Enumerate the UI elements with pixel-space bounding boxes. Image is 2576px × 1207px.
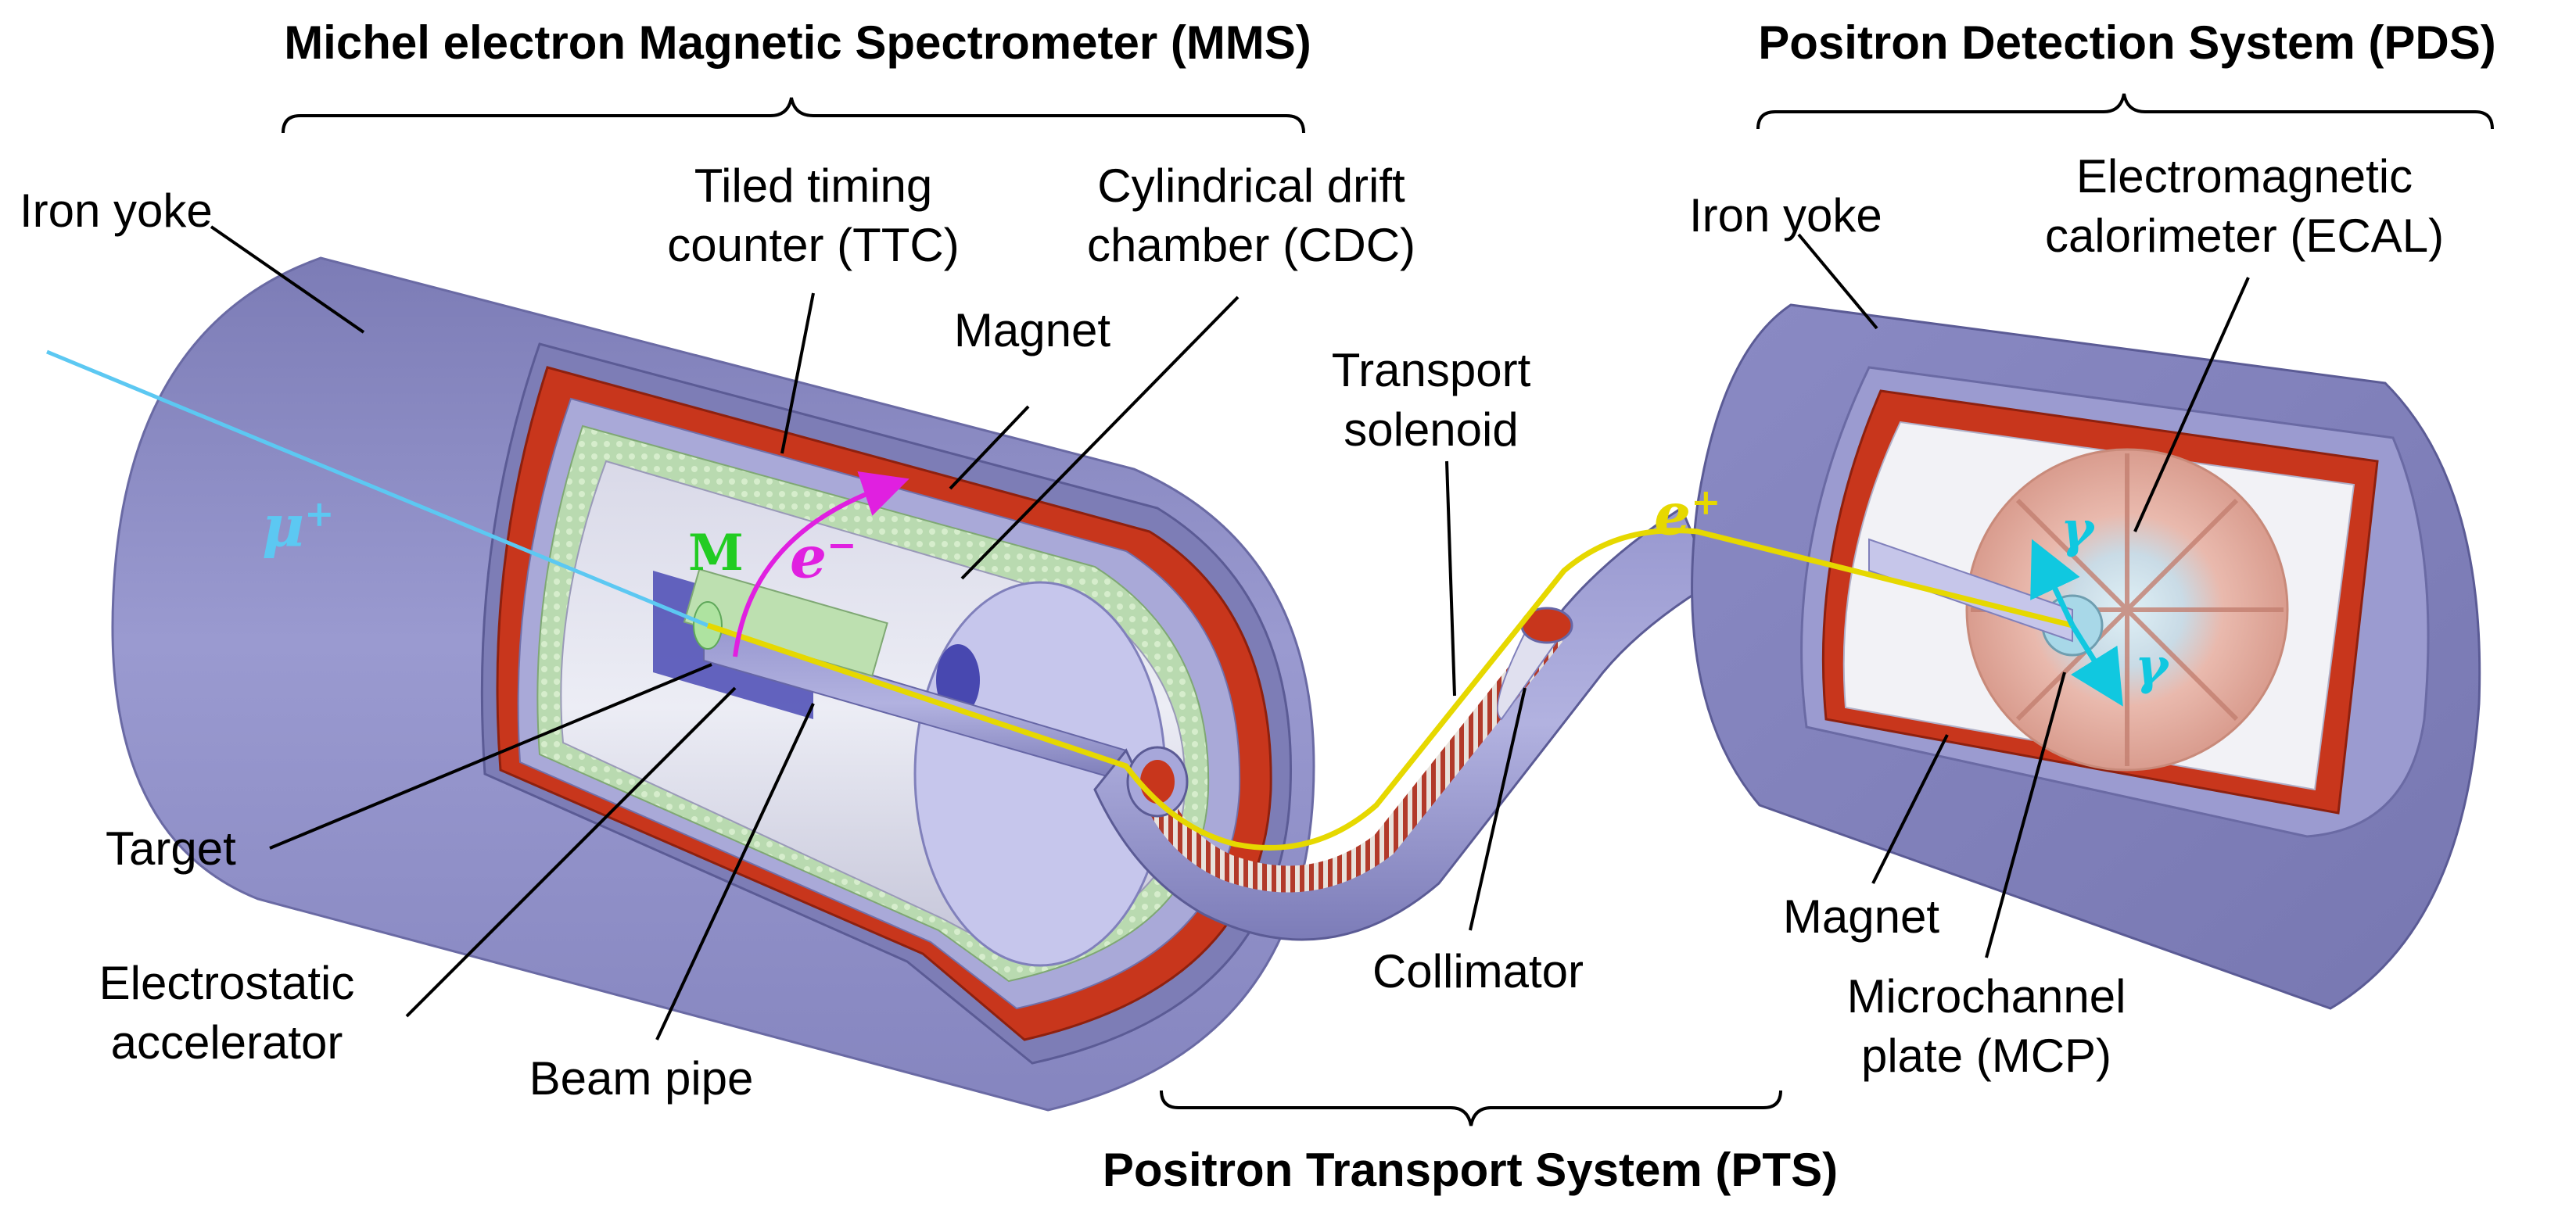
pts-header: Positron Transport System (PTS) (1102, 1144, 1839, 1196)
mms-assembly (111, 256, 1315, 1112)
gamma-track-2 (2070, 624, 2123, 707)
label-iron-yoke-right: Iron yoke (1689, 189, 1882, 242)
mms-header: Michel electron Magnetic Spectrometer (M… (284, 16, 1311, 69)
pds-header: Positron Detection System (PDS) (1758, 16, 2496, 69)
positron-symbol: e+ (1654, 481, 1721, 549)
label-collimator: Collimator (1372, 945, 1584, 997)
label-magnet-top: Magnet (953, 304, 1111, 356)
positron-track (706, 528, 2073, 851)
gamma-symbol-1: γ (2061, 500, 2094, 559)
electron-symbol: e− (790, 524, 857, 592)
label-beam-pipe: Beam pipe (529, 1052, 754, 1105)
gamma-symbol-2: γ (2135, 637, 2169, 696)
label-target: Target (106, 822, 236, 875)
label-iron-yoke-left: Iron yoke (20, 184, 213, 237)
pds-brace (1756, 93, 2494, 130)
leader-lines (210, 225, 2250, 1040)
muon-beam-track (46, 349, 709, 628)
muonium-symbol: M (688, 524, 744, 582)
pts-brace (1160, 1090, 1782, 1126)
pts-assembly (1093, 506, 1714, 941)
mms-brace (282, 97, 1305, 134)
gamma-track-1 (2030, 539, 2080, 627)
label-magnet-bottom: Magnet (1782, 890, 1940, 943)
electron-track (733, 471, 909, 657)
muon-symbol: μ+ (262, 492, 335, 561)
